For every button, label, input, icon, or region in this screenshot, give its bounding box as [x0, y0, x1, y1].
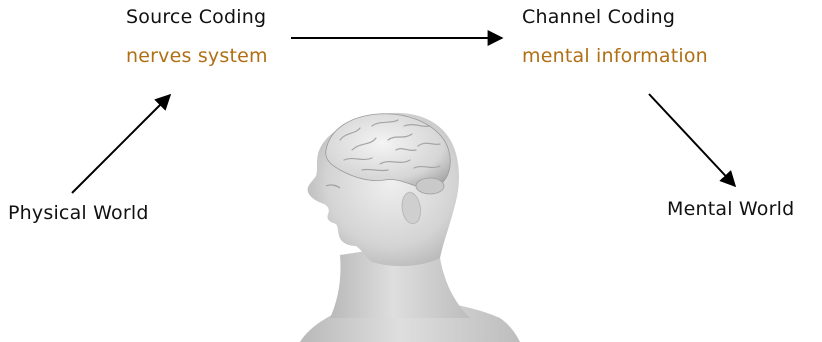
mental-information-label: mental information	[522, 45, 708, 67]
physical-world-label: Physical World	[8, 202, 149, 224]
nerves-system-label: nerves system	[126, 45, 268, 67]
arrow-physical-to-source	[72, 95, 170, 193]
channel-coding-label: Channel Coding	[522, 6, 675, 28]
arrow-channel-to-mental	[649, 94, 735, 186]
mental-world-label: Mental World	[667, 198, 794, 220]
source-coding-label: Source Coding	[126, 6, 266, 28]
